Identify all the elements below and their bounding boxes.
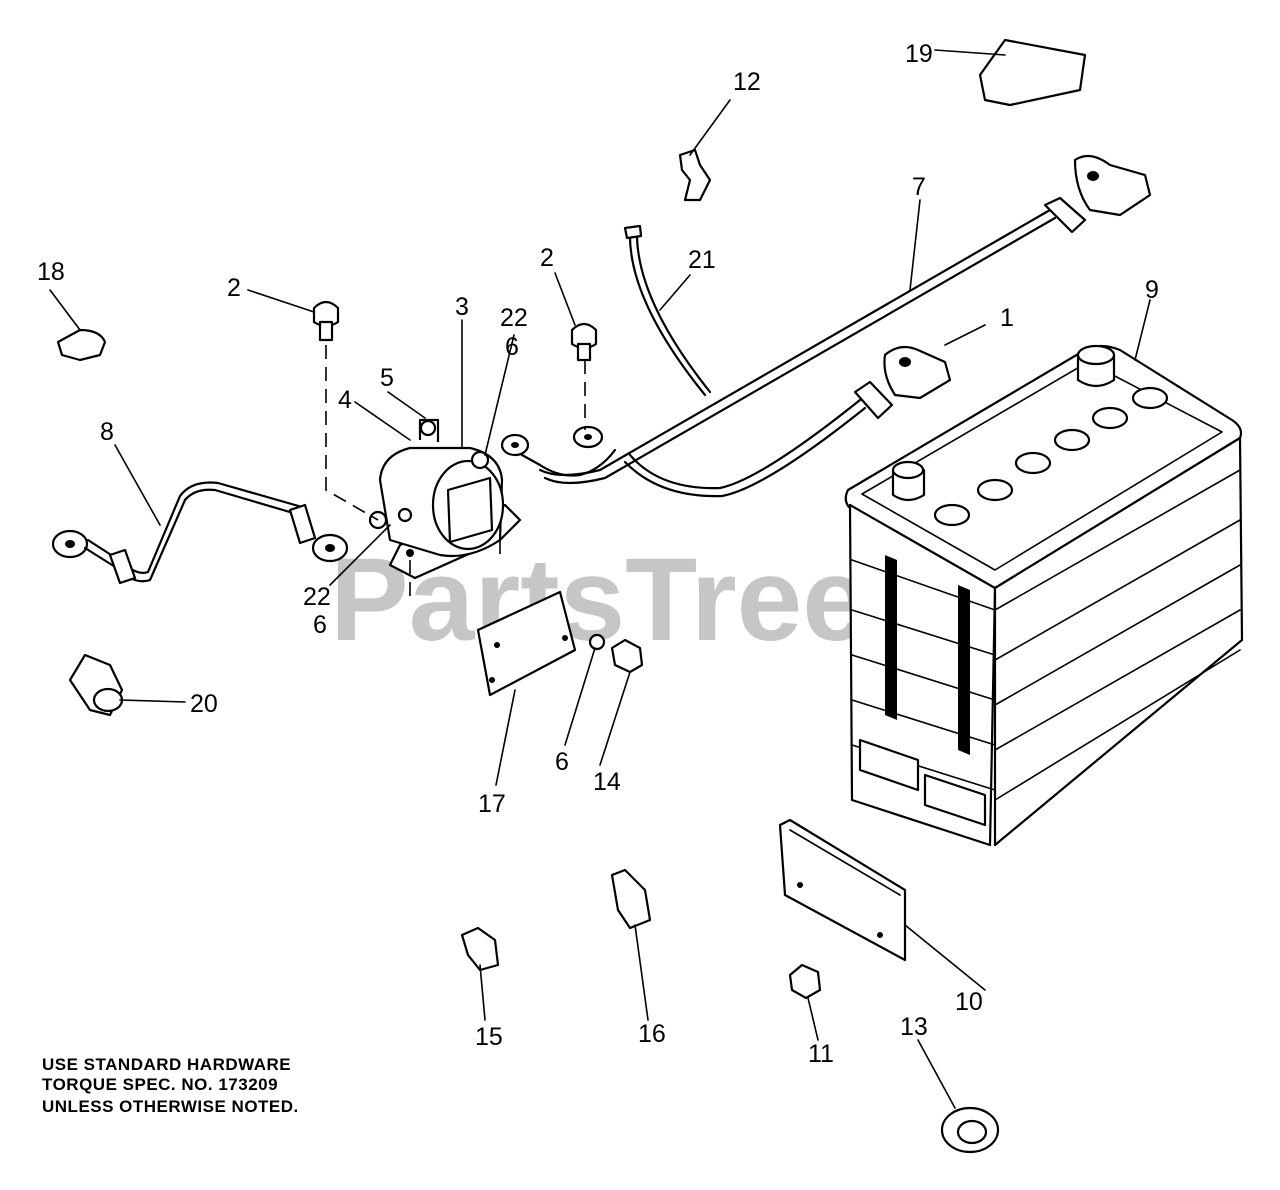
callout-3: 3	[455, 293, 469, 321]
hold-down-bracket-10	[778, 818, 907, 962]
nut-11	[788, 963, 822, 1000]
callout-22-bottom: 22	[303, 583, 331, 611]
terminal-boot-19	[978, 38, 1087, 107]
callout-numbers: 19 12 7 21 2 9 18 2 3 22 1 6 5 4 8 22 6 …	[37, 40, 1159, 1068]
bracket-17	[476, 590, 577, 697]
callout-20: 20	[190, 690, 218, 718]
callout-8: 8	[100, 418, 114, 446]
ground-cable	[623, 345, 952, 498]
clip-15	[460, 926, 500, 972]
callout-1: 1	[1000, 304, 1014, 332]
lock-washer-6	[588, 633, 606, 651]
battery-terminal	[891, 344, 1116, 502]
battery-vent-caps	[933, 386, 1169, 527]
callout-15: 15	[475, 1023, 503, 1051]
note-line-2: TORQUE SPEC. NO. 173209	[42, 1075, 278, 1094]
clip-18	[56, 328, 107, 362]
wire-21	[628, 230, 707, 397]
leader-lines	[49, 49, 1151, 1109]
callout-17: 17	[478, 790, 506, 818]
callout-2-left: 2	[227, 274, 241, 302]
bolt-2-right	[570, 322, 598, 362]
callout-14: 14	[593, 768, 621, 796]
note-line-1: USE STANDARD HARDWARE	[42, 1055, 291, 1074]
callout-10: 10	[955, 988, 983, 1016]
bolt-14	[610, 638, 644, 674]
callout-13: 13	[900, 1013, 928, 1041]
solenoid-cable	[51, 481, 349, 585]
grommet-20	[68, 653, 124, 717]
callout-19: 19	[905, 40, 933, 68]
callout-11: 11	[808, 1040, 834, 1068]
callout-4: 4	[338, 386, 352, 414]
callout-6-left: 6	[313, 611, 327, 639]
callout-7: 7	[912, 173, 926, 201]
callout-6-bottom: 6	[555, 748, 569, 776]
callout-6-top: 6	[505, 333, 519, 361]
clip-12	[678, 148, 712, 202]
note-line-3: UNLESS OTHERWISE NOTED.	[42, 1097, 299, 1116]
bolt-2-left	[312, 300, 340, 342]
callout-16: 16	[638, 1020, 666, 1048]
callout-18: 18	[37, 258, 65, 286]
solenoid-lead	[500, 425, 617, 477]
clip-16	[610, 868, 652, 930]
callout-2-right: 2	[540, 244, 554, 272]
starter-solenoid	[368, 418, 522, 580]
callout-5: 5	[380, 364, 394, 392]
callout-12: 12	[733, 68, 761, 96]
callout-21: 21	[688, 246, 716, 274]
hardware-note: USE STANDARD HARDWARE TORQUE SPEC. NO. 1…	[42, 1055, 299, 1116]
callout-22-top: 22	[500, 304, 528, 332]
grommet-13	[940, 1106, 1000, 1154]
battery	[844, 344, 1244, 847]
callout-9: 9	[1145, 276, 1159, 304]
